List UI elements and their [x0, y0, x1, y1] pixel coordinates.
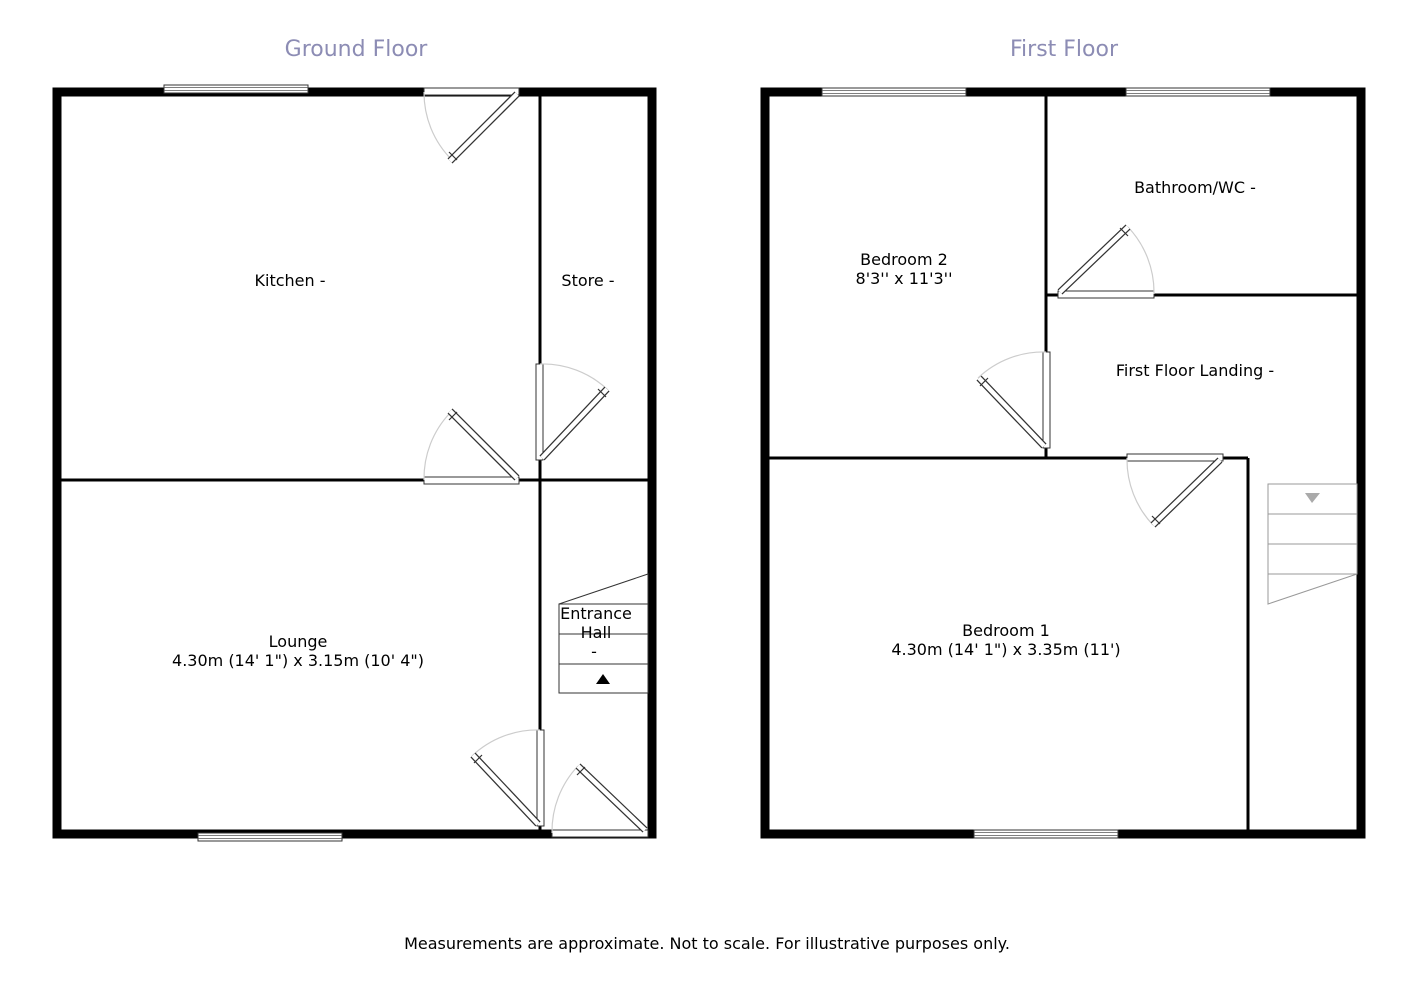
lounge-window — [197, 832, 343, 842]
first-floor-internal-walls — [769, 96, 1357, 830]
lounge-dimensions: 4.30m (14' 1") x 3.15m (10' 4") — [172, 651, 424, 670]
ground-floor-stairs — [558, 573, 649, 694]
entrance-hall-label-line2: Hall — [581, 623, 612, 642]
store-door — [535, 363, 610, 461]
ground-floor: Ground Floor — [52, 37, 657, 842]
lounge-label: Lounge — [269, 632, 328, 651]
ground-floor-outer-wall — [52, 87, 657, 839]
front-door — [551, 763, 649, 838]
bedroom1-window — [973, 829, 1119, 839]
first-floor-title: First Floor — [1010, 37, 1119, 62]
bathroom-door — [1057, 224, 1155, 299]
bedroom1-dimensions: 4.30m (14' 1") x 3.35m (11') — [891, 640, 1120, 659]
stairs-up-arrow-icon — [596, 674, 610, 684]
entrance-hall-label-line1: Entrance — [560, 604, 632, 623]
bedroom2-window — [821, 87, 967, 97]
bathroom-window — [1125, 87, 1271, 97]
entrance-hall-label-line3: - — [591, 642, 597, 661]
kitchen-window — [163, 84, 309, 94]
first-floor-outer-wall — [760, 87, 1366, 839]
kitchen-label: Kitchen - — [255, 271, 326, 290]
first-floor: First Floor — [760, 37, 1366, 839]
stairs-down-arrow-icon — [1305, 493, 1320, 503]
ground-floor-internal-walls — [61, 96, 648, 830]
first-floor-stairs — [1267, 483, 1358, 605]
kitchen-lounge-door — [423, 408, 520, 485]
bedroom2-dimensions: 8'3'' x 11'3'' — [856, 269, 953, 288]
bedroom1-door — [1126, 453, 1224, 528]
store-label: Store - — [561, 271, 614, 290]
kitchen-back-door — [423, 87, 520, 164]
landing-label: First Floor Landing - — [1116, 361, 1274, 380]
disclaimer-text: Measurements are approximate. Not to sca… — [404, 934, 1010, 953]
lounge-hall-door — [470, 729, 545, 827]
bathroom-label: Bathroom/WC - — [1134, 178, 1256, 197]
bedroom1-label: Bedroom 1 — [962, 621, 1050, 640]
ground-floor-title: Ground Floor — [285, 37, 429, 62]
bedroom2-label: Bedroom 2 — [860, 250, 948, 269]
bedroom2-door — [976, 351, 1051, 449]
